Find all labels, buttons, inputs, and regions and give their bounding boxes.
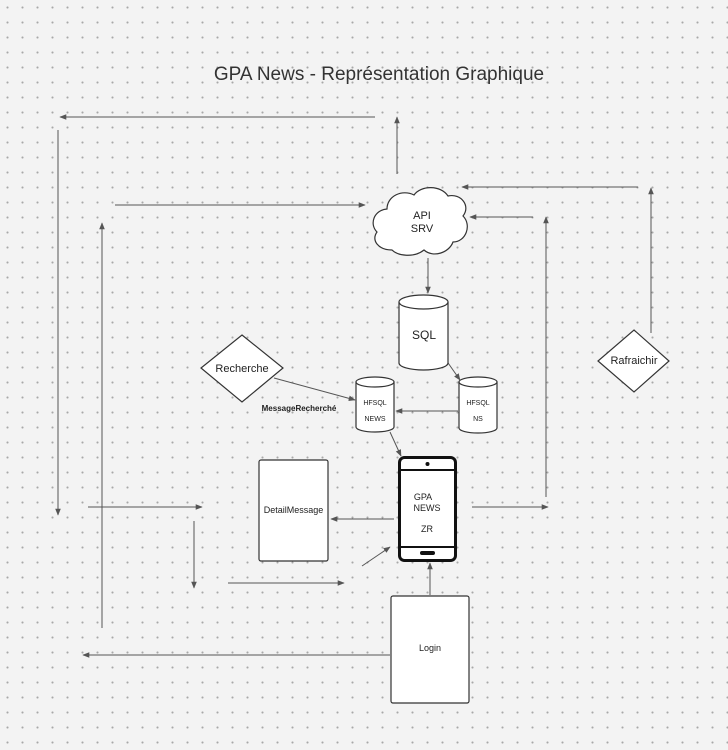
message-recherche-label: MessageRecherché (262, 404, 337, 413)
detail-message-label: DetailMessage (264, 505, 324, 515)
rafraichir-label: Rafraichir (610, 355, 657, 367)
phone-label-gpa: GPA (414, 492, 432, 502)
arrow-search-to-news (273, 377, 356, 402)
phone-home-button-icon (420, 551, 435, 555)
phone-app: GPA NEWS ZR (398, 456, 457, 562)
diagram-title: GPA News - Représentation Graphique (214, 64, 544, 85)
sql-database: SQL (398, 294, 449, 371)
hfsql-ns-label-2: NS (473, 416, 483, 423)
connectors (55, 114, 654, 658)
recherche-decision: Recherche (200, 334, 284, 403)
recherche-label: Recherche (215, 363, 268, 375)
sql-label: SQL (412, 328, 436, 342)
api-label: API (413, 210, 431, 222)
srv-label: SRV (411, 223, 434, 235)
login-screen: Login (390, 595, 470, 704)
rafraichir-decision: Rafraichir (597, 329, 670, 393)
hfsql-news-label-1: HFSQL (363, 400, 386, 407)
login-label: Login (419, 643, 441, 653)
phone-camera-icon (425, 462, 430, 466)
hfsql-news-label-2: NEWS (365, 416, 386, 423)
arrow-news-to-phone (389, 431, 402, 457)
hfsql-news-database: HFSQL NEWS (355, 376, 395, 433)
arrow-diag-to-phone (361, 546, 391, 567)
phone-label-zr: ZR (421, 524, 433, 534)
phone-label-news: NEWS (414, 503, 441, 513)
hfsql-ns-database: HFSQL NS (458, 376, 498, 434)
api-srv-cloud: API SRV (372, 187, 468, 256)
detail-message-screen: DetailMessage (258, 459, 329, 562)
hfsql-ns-label-1: HFSQL (466, 400, 489, 407)
